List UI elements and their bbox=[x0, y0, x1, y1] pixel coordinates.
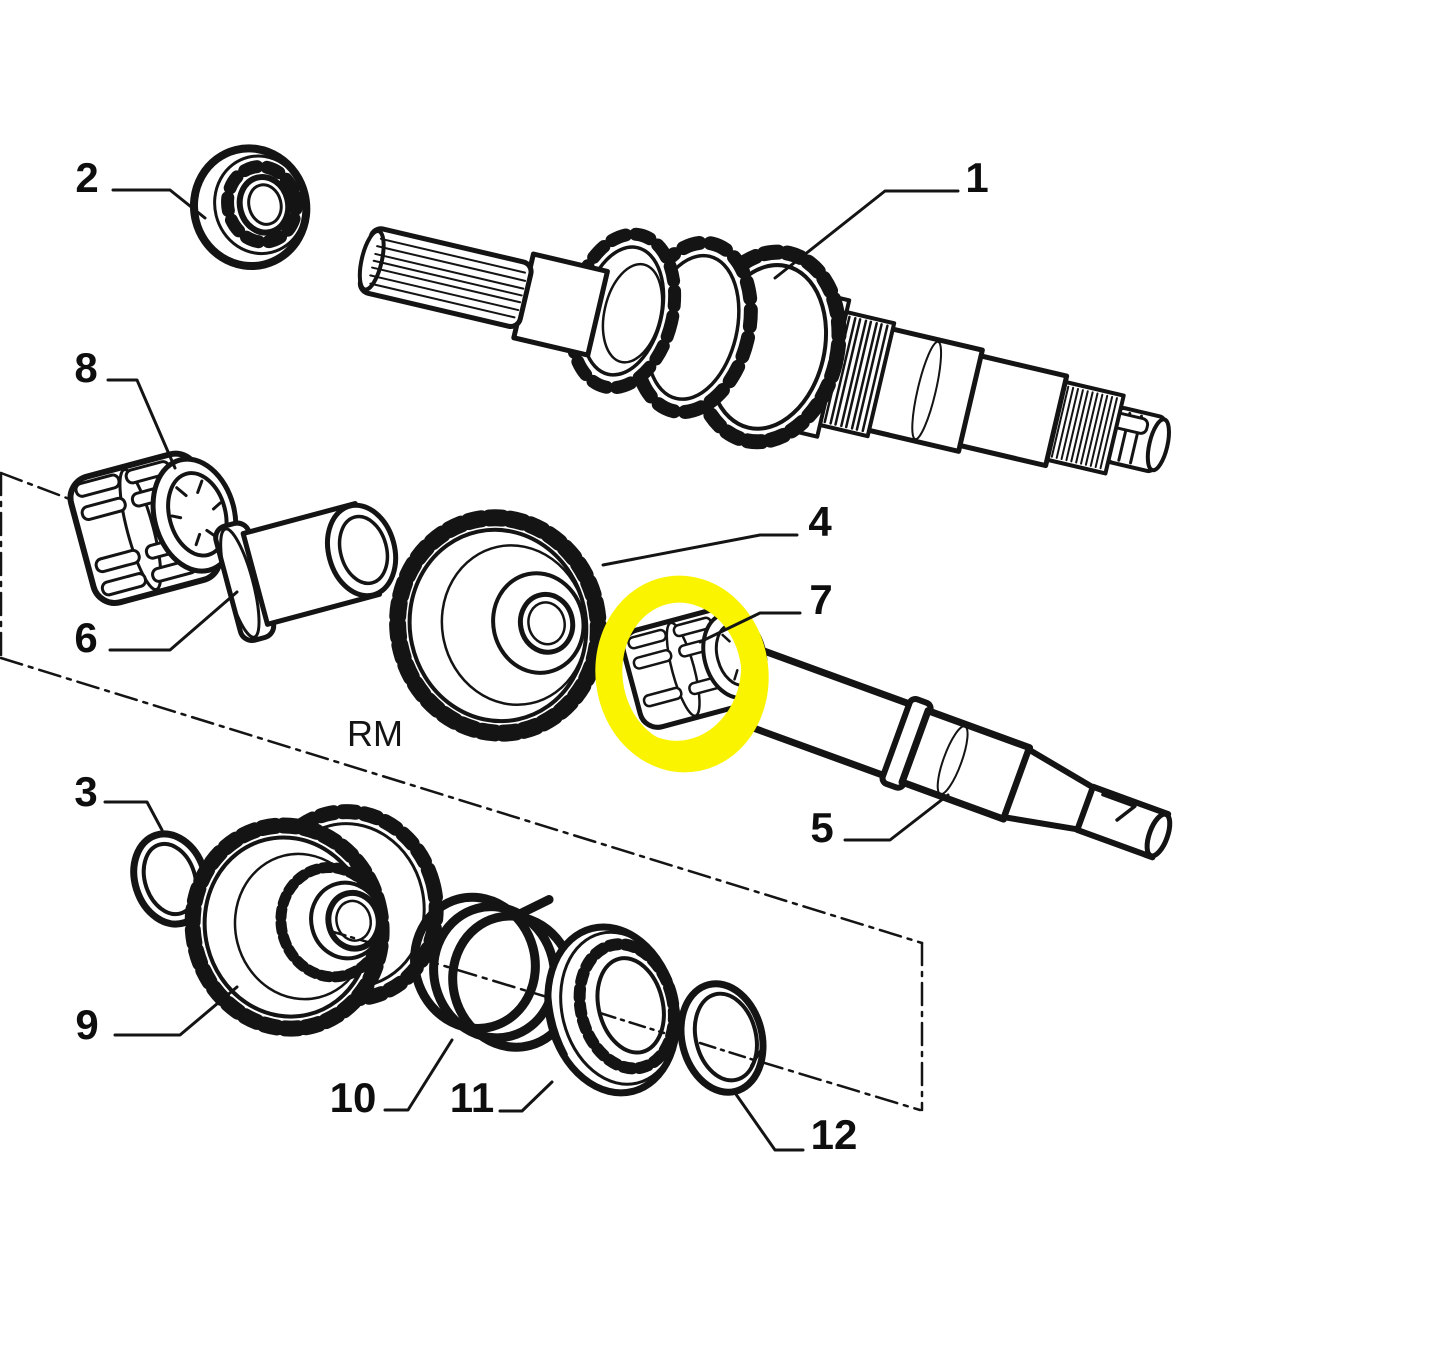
callout-3-label: 3 bbox=[74, 768, 97, 815]
part-1-main-shaft bbox=[357, 226, 1171, 476]
leader-line-1 bbox=[773, 189, 960, 280]
callout-10-label: 10 bbox=[330, 1074, 377, 1121]
callout-2-label: 2 bbox=[75, 154, 98, 201]
callout-8-label: 8 bbox=[74, 344, 97, 391]
part-2-bearing bbox=[189, 144, 311, 271]
leader-line-2 bbox=[111, 188, 207, 220]
leader-line-9 bbox=[113, 985, 239, 1037]
leader-line-12 bbox=[731, 1088, 805, 1152]
part-8-needle-bearing-cage bbox=[67, 450, 239, 606]
part-6-bushing bbox=[213, 501, 399, 643]
callout-1-label: 1 bbox=[965, 154, 988, 201]
part-11-synchro-ring bbox=[544, 923, 681, 1097]
callout-labels: 1 2 3 4 5 6 7 8 9 10 11 12 RM bbox=[74, 154, 988, 1158]
axis-segment-through-part-9 bbox=[328, 929, 390, 950]
leader-line-11 bbox=[498, 1080, 554, 1113]
callout-9-label: 9 bbox=[75, 1001, 98, 1048]
leader-line-6 bbox=[108, 590, 239, 652]
callout-6-label: 6 bbox=[74, 614, 97, 661]
leader-line-4 bbox=[601, 533, 799, 567]
callout-4-label: 4 bbox=[808, 498, 832, 545]
axis-line-middle bbox=[0, 471, 82, 505]
part-9-gear bbox=[184, 804, 444, 1037]
axis-segment-through-part-11 bbox=[598, 1011, 666, 1035]
axis-segment-through-part-12 bbox=[698, 1041, 756, 1062]
callout-5-label: 5 bbox=[810, 804, 833, 851]
part-12-ring bbox=[677, 980, 767, 1096]
boundary-line-top bbox=[0, 656, 924, 945]
leader-line-10 bbox=[383, 1038, 454, 1112]
part-5-secondary-shaft bbox=[732, 646, 1173, 861]
leader-lines bbox=[103, 188, 960, 1152]
callout-11-label: 11 bbox=[450, 1074, 494, 1121]
leader-line-8 bbox=[106, 378, 177, 470]
callout-12-label: 12 bbox=[811, 1111, 858, 1158]
callout-7-label: 7 bbox=[809, 576, 832, 623]
leader-line-7 bbox=[698, 611, 802, 644]
part-4-gear bbox=[389, 509, 607, 742]
highlight-circle bbox=[595, 575, 769, 773]
leader-line-3 bbox=[103, 800, 164, 832]
leader-line-5 bbox=[843, 793, 950, 842]
rm-label: RM bbox=[347, 713, 403, 754]
